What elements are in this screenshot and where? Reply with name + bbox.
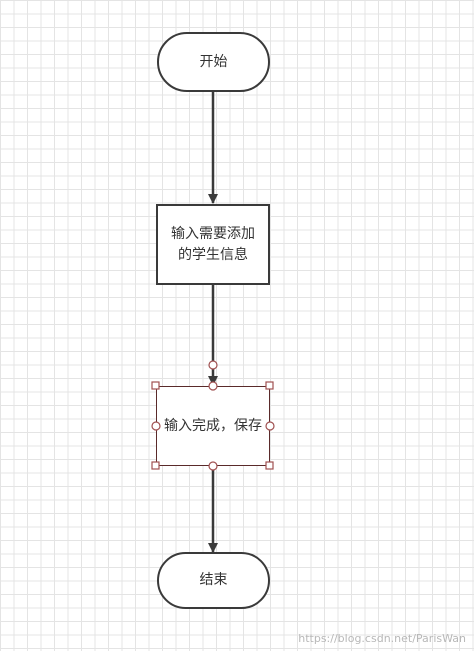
connection-point-bottom[interactable] xyxy=(208,461,218,471)
process-node-input-info-label: 输入需要添加的学生信息 xyxy=(171,225,255,263)
watermark: https://blog.csdn.net/ParisWan xyxy=(298,632,466,645)
connection-point-top[interactable] xyxy=(208,381,218,391)
process-node-input-save[interactable]: 输入完成，保存 xyxy=(156,386,270,466)
resize-handle-top-right[interactable] xyxy=(265,381,274,390)
connection-point-right[interactable] xyxy=(265,421,275,431)
end-node[interactable]: 结束 xyxy=(157,552,270,609)
resize-handle-bottom-right[interactable] xyxy=(265,461,274,470)
process-node-input-save-label: 输入完成，保存 xyxy=(164,417,262,434)
start-node[interactable]: 开始 xyxy=(157,32,270,92)
process-node-input-info[interactable]: 输入需要添加的学生信息 xyxy=(156,204,270,285)
connection-point-top-outer[interactable] xyxy=(208,360,218,370)
resize-handle-top-left[interactable] xyxy=(151,381,160,390)
start-node-label: 开始 xyxy=(199,53,228,70)
end-node-label: 结束 xyxy=(199,572,228,588)
connection-point-left[interactable] xyxy=(151,421,161,431)
resize-handle-bottom-left[interactable] xyxy=(151,461,160,470)
